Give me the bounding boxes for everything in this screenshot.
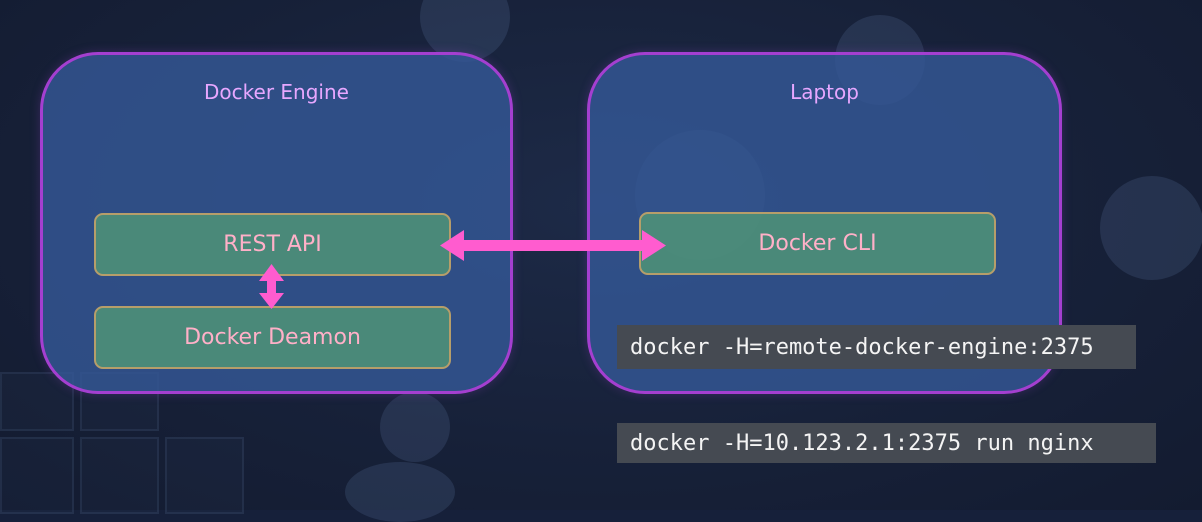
docker-engine-title: Docker Engine: [204, 80, 349, 104]
background-grid: [0, 437, 74, 514]
background-bubble: [345, 462, 455, 522]
background-bubble: [1100, 176, 1202, 280]
laptop-title: Laptop: [790, 80, 859, 104]
command-ip-run: docker -H=10.123.2.1:2375 run nginx: [617, 423, 1156, 463]
command-remote-engine: docker -H=remote-docker-engine:2375: [617, 325, 1136, 369]
docker-daemon-box: Docker Deamon: [94, 306, 451, 369]
background-grid: [80, 437, 159, 514]
background-bubble: [380, 392, 450, 462]
rest-api-box: REST API: [94, 213, 451, 276]
background-grid: [165, 437, 244, 514]
docker-cli-box: Docker CLI: [639, 212, 996, 275]
